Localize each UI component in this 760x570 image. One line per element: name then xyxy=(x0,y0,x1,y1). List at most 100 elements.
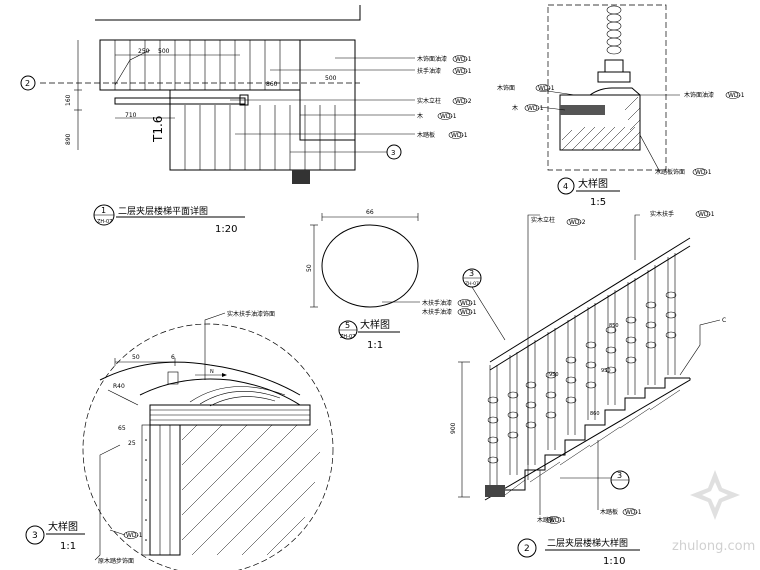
plan-callout-1-code: WD-1 xyxy=(455,56,472,63)
elevation-callout-3-code: WD-1 xyxy=(549,517,566,524)
detail5-scale: 1:1 xyxy=(367,340,383,351)
plan-dim-2: 500 xyxy=(158,48,170,55)
detail5-callout-2-code: WD-1 xyxy=(460,309,477,316)
detail5-title: 大样图 xyxy=(360,318,390,331)
elevation-section-tag-label: 3 xyxy=(617,471,622,480)
detail4-callout-4: 木踏板饰面 xyxy=(655,168,685,176)
detail4-callout-1: 木饰面 xyxy=(497,84,515,92)
detail3-dim-2: 6 xyxy=(171,354,175,361)
detail3-top-note: 实木扶手油漆饰面 xyxy=(227,310,275,318)
detail5-callout-1: 木扶手油漆 xyxy=(422,299,452,307)
plan-dim-5: 710 xyxy=(125,112,137,119)
elevation-callout-1-code: WD-2 xyxy=(569,219,586,226)
plan-title-ref: ZH-07 xyxy=(97,219,112,225)
detail3-title: 大样图 xyxy=(48,520,78,533)
plan-callout-3: 实木立柱 xyxy=(417,97,441,105)
plan-axis-tag xyxy=(20,75,36,91)
svg-text:N: N xyxy=(210,369,214,375)
elevation-dim-1: 950 xyxy=(549,372,559,378)
detail3-dim-4: 65 xyxy=(118,425,126,432)
elevation-callout-2: 实木扶手 xyxy=(650,210,674,218)
elevation-base-block xyxy=(485,485,505,497)
detail-5-view: 66 50 木扶手油漆 WD-1 木扶手油漆 WD-1 5 ZH-07 大样图 … xyxy=(306,209,477,351)
detail3-dim-3: R40 xyxy=(113,383,125,390)
detail-3-view: 50 6 R40 65 25 N 实木扶手油漆饰面 原木踏步饰面 WD-1 3 … xyxy=(25,310,334,570)
elevation-callout-4-code: WD-1 xyxy=(625,509,642,516)
elevation-detail-tag-ref: ZH-07 xyxy=(465,281,479,287)
detail3-callout-code: WD-1 xyxy=(126,532,143,539)
detail5-title-number: 5 xyxy=(345,321,350,330)
elevation-callout-2-code: WD-1 xyxy=(698,211,715,218)
elevation-stringer xyxy=(485,377,690,491)
plan-dim-3: 500 xyxy=(325,75,337,82)
plan-callout-4: 木 xyxy=(417,112,423,120)
plan-treads-lower xyxy=(184,105,336,170)
detail3-dim-5: 25 xyxy=(128,440,136,447)
detail4-callout-4-code: WD-1 xyxy=(695,169,712,176)
detail4-board xyxy=(560,105,605,115)
elevation-stringer-hatch xyxy=(504,389,681,496)
elevation-callout-4: 木踏板 xyxy=(600,508,618,516)
plan-level-mark: T1.6 xyxy=(151,116,165,143)
elevation-title-marker xyxy=(517,538,537,558)
watermark-logo-icon xyxy=(690,470,740,520)
elevation-scale: 1:10 xyxy=(603,556,625,567)
elevation-title: 二层夹层楼梯大样图 xyxy=(547,537,628,549)
detail4-callout-1-code: WD-1 xyxy=(538,85,555,92)
detail3-boundary xyxy=(82,323,334,570)
detail3-dim-1: 50 xyxy=(132,354,140,361)
detail3-title-number: 3 xyxy=(32,531,38,541)
detail4-callout-2: 木 xyxy=(512,104,518,112)
plan-section-tag-label: 3 xyxy=(391,149,395,157)
elevation-title-number: 2 xyxy=(524,544,530,554)
plan-callout-1: 木饰面油漆 xyxy=(417,55,447,63)
detail4-callout-3: 木饰面油漆 xyxy=(684,91,714,99)
detail4-title: 大样图 xyxy=(578,177,608,190)
detail5-dim-width: 66 xyxy=(366,209,374,216)
elevation-detail-tag-number: 3 xyxy=(469,269,474,278)
detail5-callout-2: 木扶手油漆 xyxy=(422,308,452,316)
detail3-hatch xyxy=(181,424,321,556)
detail4-tread-profile xyxy=(559,87,641,151)
plan-callout-2: 扶手油漆 xyxy=(417,67,441,75)
detail4-callout-2-code: WD-1 xyxy=(527,105,544,112)
elevation-dim-2: 860 xyxy=(590,411,600,417)
plan-callout-5: 木踏板 xyxy=(417,131,435,139)
detail5-callout-1-code: WD-1 xyxy=(460,300,477,307)
detail4-title-number: 4 xyxy=(563,182,568,191)
detail4-scale: 1:5 xyxy=(590,197,606,208)
detail5-handrail-section xyxy=(321,224,419,308)
plan-post-block xyxy=(292,170,310,184)
watermark: zhulong.com xyxy=(672,470,755,554)
plan-dim-4: 860 xyxy=(266,81,278,88)
elevation-callout-3: 木踏板 xyxy=(537,516,555,524)
stair-plan-view: 250 500 500 860 710 890 160 T1.6 2 3 木饰面… xyxy=(20,5,472,235)
detail3-scale: 1:1 xyxy=(60,541,76,552)
watermark-text: zhulong.com xyxy=(672,539,755,554)
elevation-cap-note: C xyxy=(722,317,726,324)
plan-callout-2-code: WD-1 xyxy=(455,68,472,75)
detail3-title-marker xyxy=(25,525,45,545)
plan-dim-7: 160 xyxy=(65,94,72,106)
plan-treads-upper xyxy=(114,40,281,90)
plan-scale: 1:20 xyxy=(215,224,237,235)
detail5-dim-height: 50 xyxy=(306,264,313,272)
detail4-callout-3-code: WD-1 xyxy=(728,92,745,99)
elevation-handrail xyxy=(489,237,691,363)
elevation-dim-3: 950 xyxy=(601,368,611,374)
elevation-balusters xyxy=(489,253,676,490)
elevation-dim-4: 850 xyxy=(609,323,619,329)
detail3-bottom-note: 原木踏步饰面 xyxy=(98,557,134,565)
plan-title-number: 1 xyxy=(101,206,106,215)
detail-4-view: 木饰面 WD-1 木 WD-1 木饰面油漆 WD-1 木踏板饰面 WD-1 4 … xyxy=(497,4,745,208)
plan-callout-5-code: WD-1 xyxy=(451,132,468,139)
plan-callout-4-code: WD-1 xyxy=(440,113,457,120)
detail4-hatch xyxy=(561,96,641,151)
elevation-height-dim: 900 xyxy=(450,422,457,434)
plan-callouts: 木饰面油漆 WD-1 扶手油漆 WD-1 实木立柱 WD-2 木 WD-1 木踏… xyxy=(230,55,472,139)
detail4-title-marker xyxy=(557,177,575,195)
plan-dim-6: 890 xyxy=(65,133,72,145)
plan-title: 二层夹层楼梯平面详图 xyxy=(118,205,208,217)
detail5-title-ref: ZH-07 xyxy=(340,334,355,340)
